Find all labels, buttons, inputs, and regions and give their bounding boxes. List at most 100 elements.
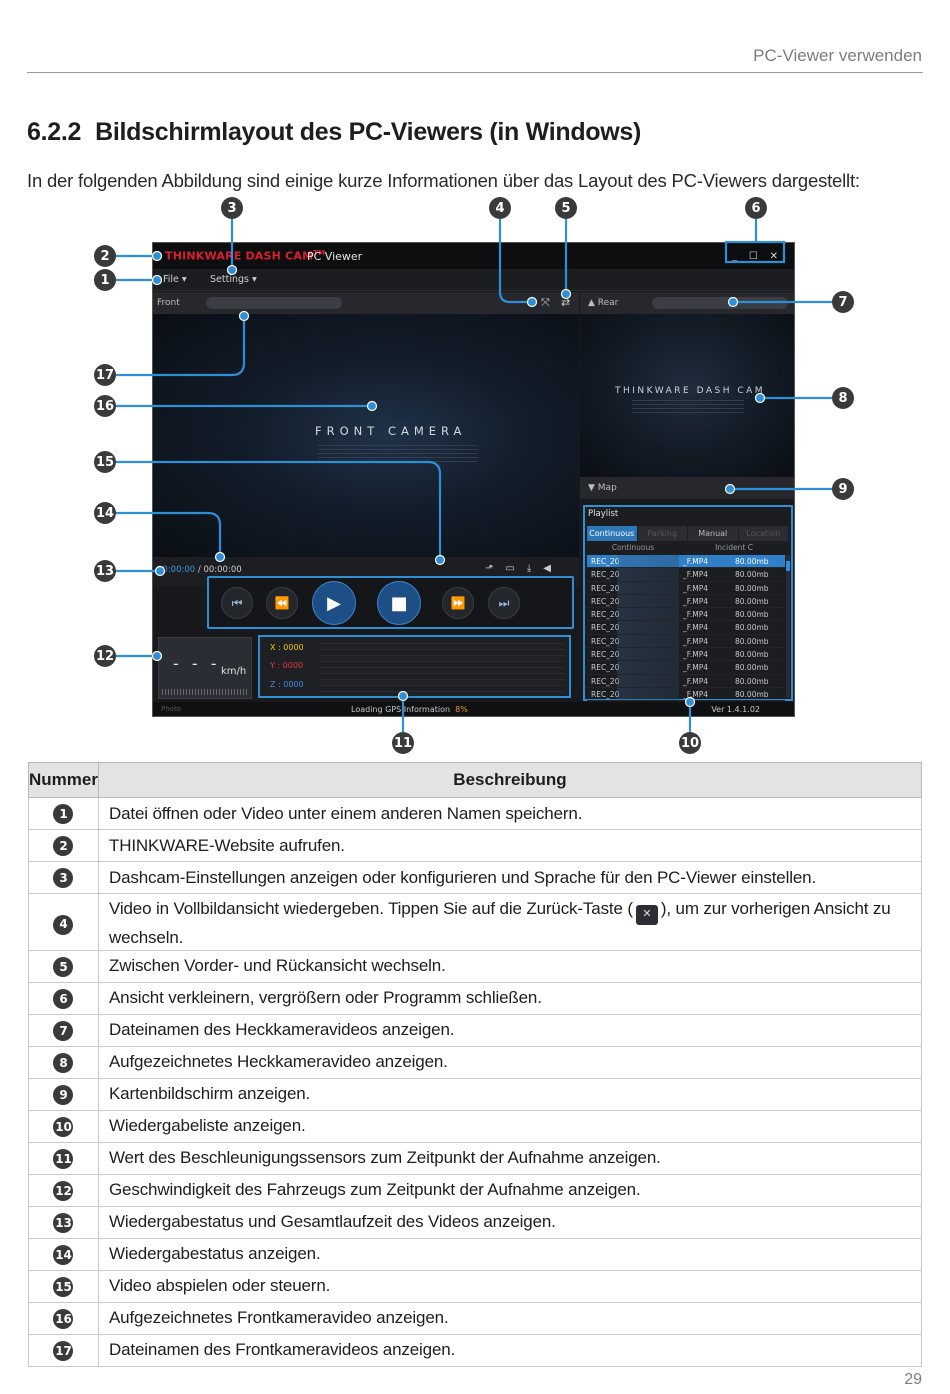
playlist-file-size: 80.00mb [735, 570, 769, 580]
playlist-file-suffix: _F.MP4 [683, 570, 709, 580]
fullscreen-icon[interactable]: ⤧ [541, 296, 550, 309]
column-continuous: Continuous [611, 543, 655, 552]
menu-bar: File ▾ Settings ▾ [153, 269, 794, 291]
row-number-cell: 8 [28, 1045, 99, 1079]
front-camera-subtext [318, 445, 478, 463]
row-description-cell: Aufgezeichnetes Frontkameravideo anzeige… [97, 1301, 923, 1335]
callout-13: 13 [94, 560, 116, 582]
export-icon[interactable]: ⬏ [485, 563, 506, 574]
row-number-cell: 17 [28, 1333, 99, 1367]
rear-camera-video[interactable]: THINKWARE DASH CAM [580, 314, 794, 477]
tab-manual[interactable]: Manual [688, 526, 739, 541]
scrollbar-thumb[interactable] [786, 561, 790, 571]
file-menu[interactable]: File ▾ [163, 274, 187, 285]
row-number-badge: 15 [53, 1276, 74, 1297]
row-description-cell: Wiedergabestatus anzeigen. [97, 1237, 923, 1271]
playlist-file-blur [617, 608, 679, 621]
next-file-button[interactable]: ⏭ [488, 587, 520, 619]
title-bar: THINKWARE DASH CAMTM PC Viewer _ ☐ ✕ [153, 243, 794, 269]
stop-icon: ■ [390, 592, 408, 614]
row-description-cell: Datei öffnen oder Video unter einem ande… [97, 797, 923, 830]
switch-view-icon[interactable]: ⇄ [561, 296, 571, 309]
time-bar-tools: ⬏▭⤓◀ [485, 563, 563, 574]
tab-parking[interactable]: Parking [637, 526, 688, 541]
maximize-icon[interactable]: ☐ [748, 250, 758, 262]
playlist-file-blur [617, 661, 679, 674]
page-number: 29 [904, 1371, 922, 1388]
callout-2: 2 [94, 245, 116, 267]
front-camera-video[interactable]: FRONT CAMERA [153, 314, 579, 557]
row-number-badge: 1 [53, 804, 74, 824]
front-label: Front [157, 298, 180, 308]
previous-file-button[interactable]: ⏮ [221, 587, 253, 619]
playlist-title: Playlist [588, 509, 619, 519]
row-number-badge: 10 [53, 1116, 74, 1137]
row-description-cell: Video abspielen oder steuern. [97, 1269, 923, 1303]
playlist-scrollbar[interactable] [786, 555, 790, 697]
row-description-cell: Ansicht verkleinern, vergrößern oder Pro… [97, 981, 923, 1015]
close-icon[interactable]: ✕ [769, 250, 779, 262]
rewind-button[interactable]: ⏪ [266, 587, 298, 619]
row-description: Wert des Beschleunigungssensors zum Zeit… [108, 1148, 661, 1167]
callout-10: 10 [679, 732, 701, 754]
tab-location[interactable]: Location [738, 526, 789, 541]
row-description: Wiedergabestatus anzeigen. [108, 1244, 321, 1263]
stop-button[interactable]: ■ [377, 581, 421, 625]
playlist-file-prefix: REC_20 [591, 650, 620, 660]
playlist-file-blur [617, 594, 679, 608]
map-header[interactable]: ▼ Map [580, 477, 794, 499]
playlist-file-size: 80.00mb [735, 623, 769, 633]
brand-text: THINKWARE DASH CAM [165, 249, 314, 263]
gps-loading-status: Loading GPS Information 8% [351, 705, 468, 714]
row-description-cell: Wiedergabeliste anzeigen. [97, 1109, 923, 1143]
playlist-file-prefix: REC_20 [591, 623, 620, 633]
fast-forward-button[interactable]: ⏩ [442, 587, 474, 619]
status-photo: Photo [161, 705, 181, 713]
row-number-cell: 7 [28, 1013, 99, 1047]
download-icon[interactable]: ⤓ [526, 563, 544, 574]
minimize-icon[interactable]: _ [731, 250, 737, 262]
column-incident: Incident C [715, 543, 753, 552]
status-bar: Photo Loading GPS Information 8% Ver 1.4… [153, 702, 794, 716]
playlist-column-header: Continuous Incident C [587, 543, 789, 554]
table-header-row: Nummer Beschreibung [28, 762, 923, 798]
skip-back-icon: ⏮ [231, 595, 243, 610]
fast-forward-icon: ⏩ [450, 596, 466, 610]
g-sensor-graph [320, 643, 565, 693]
capture-icon[interactable]: ▭ [505, 563, 527, 574]
brand-trademark: TM [313, 249, 326, 257]
play-button[interactable]: ▶ [312, 581, 356, 625]
front-view-header: Front ⤧ ⇄ [153, 292, 579, 314]
intro-text: In der folgenden Abbildung sind einige k… [27, 170, 860, 191]
row-description: THINKWARE-Website aufrufen. [108, 835, 345, 855]
playlist-file-suffix: _F.MP4 [683, 636, 709, 646]
playlist-file-suffix: _F.MP4 [683, 676, 709, 686]
tab-continuous[interactable]: Continuous [587, 526, 638, 541]
version-label: Ver 1.4.1.02 [711, 705, 760, 714]
callout-16: 16 [94, 395, 116, 417]
section-number: 6.2.2 [27, 118, 82, 146]
volume-icon[interactable]: ◀ [543, 563, 563, 574]
playlist-file-blur [617, 621, 679, 634]
playlist-file-suffix: _F.MP4 [683, 557, 709, 566]
playlist-file-blur [617, 687, 679, 701]
rear-view-header[interactable]: ▲ Rear [580, 292, 794, 314]
row-description-cell: Geschwindigkeit des Fahrzeugs zum Zeitpu… [97, 1173, 923, 1207]
settings-menu[interactable]: Settings ▾ [210, 274, 257, 285]
thinkware-logo[interactable]: THINKWARE DASH CAMTM [165, 249, 325, 263]
row-number-cell: 6 [28, 981, 99, 1015]
